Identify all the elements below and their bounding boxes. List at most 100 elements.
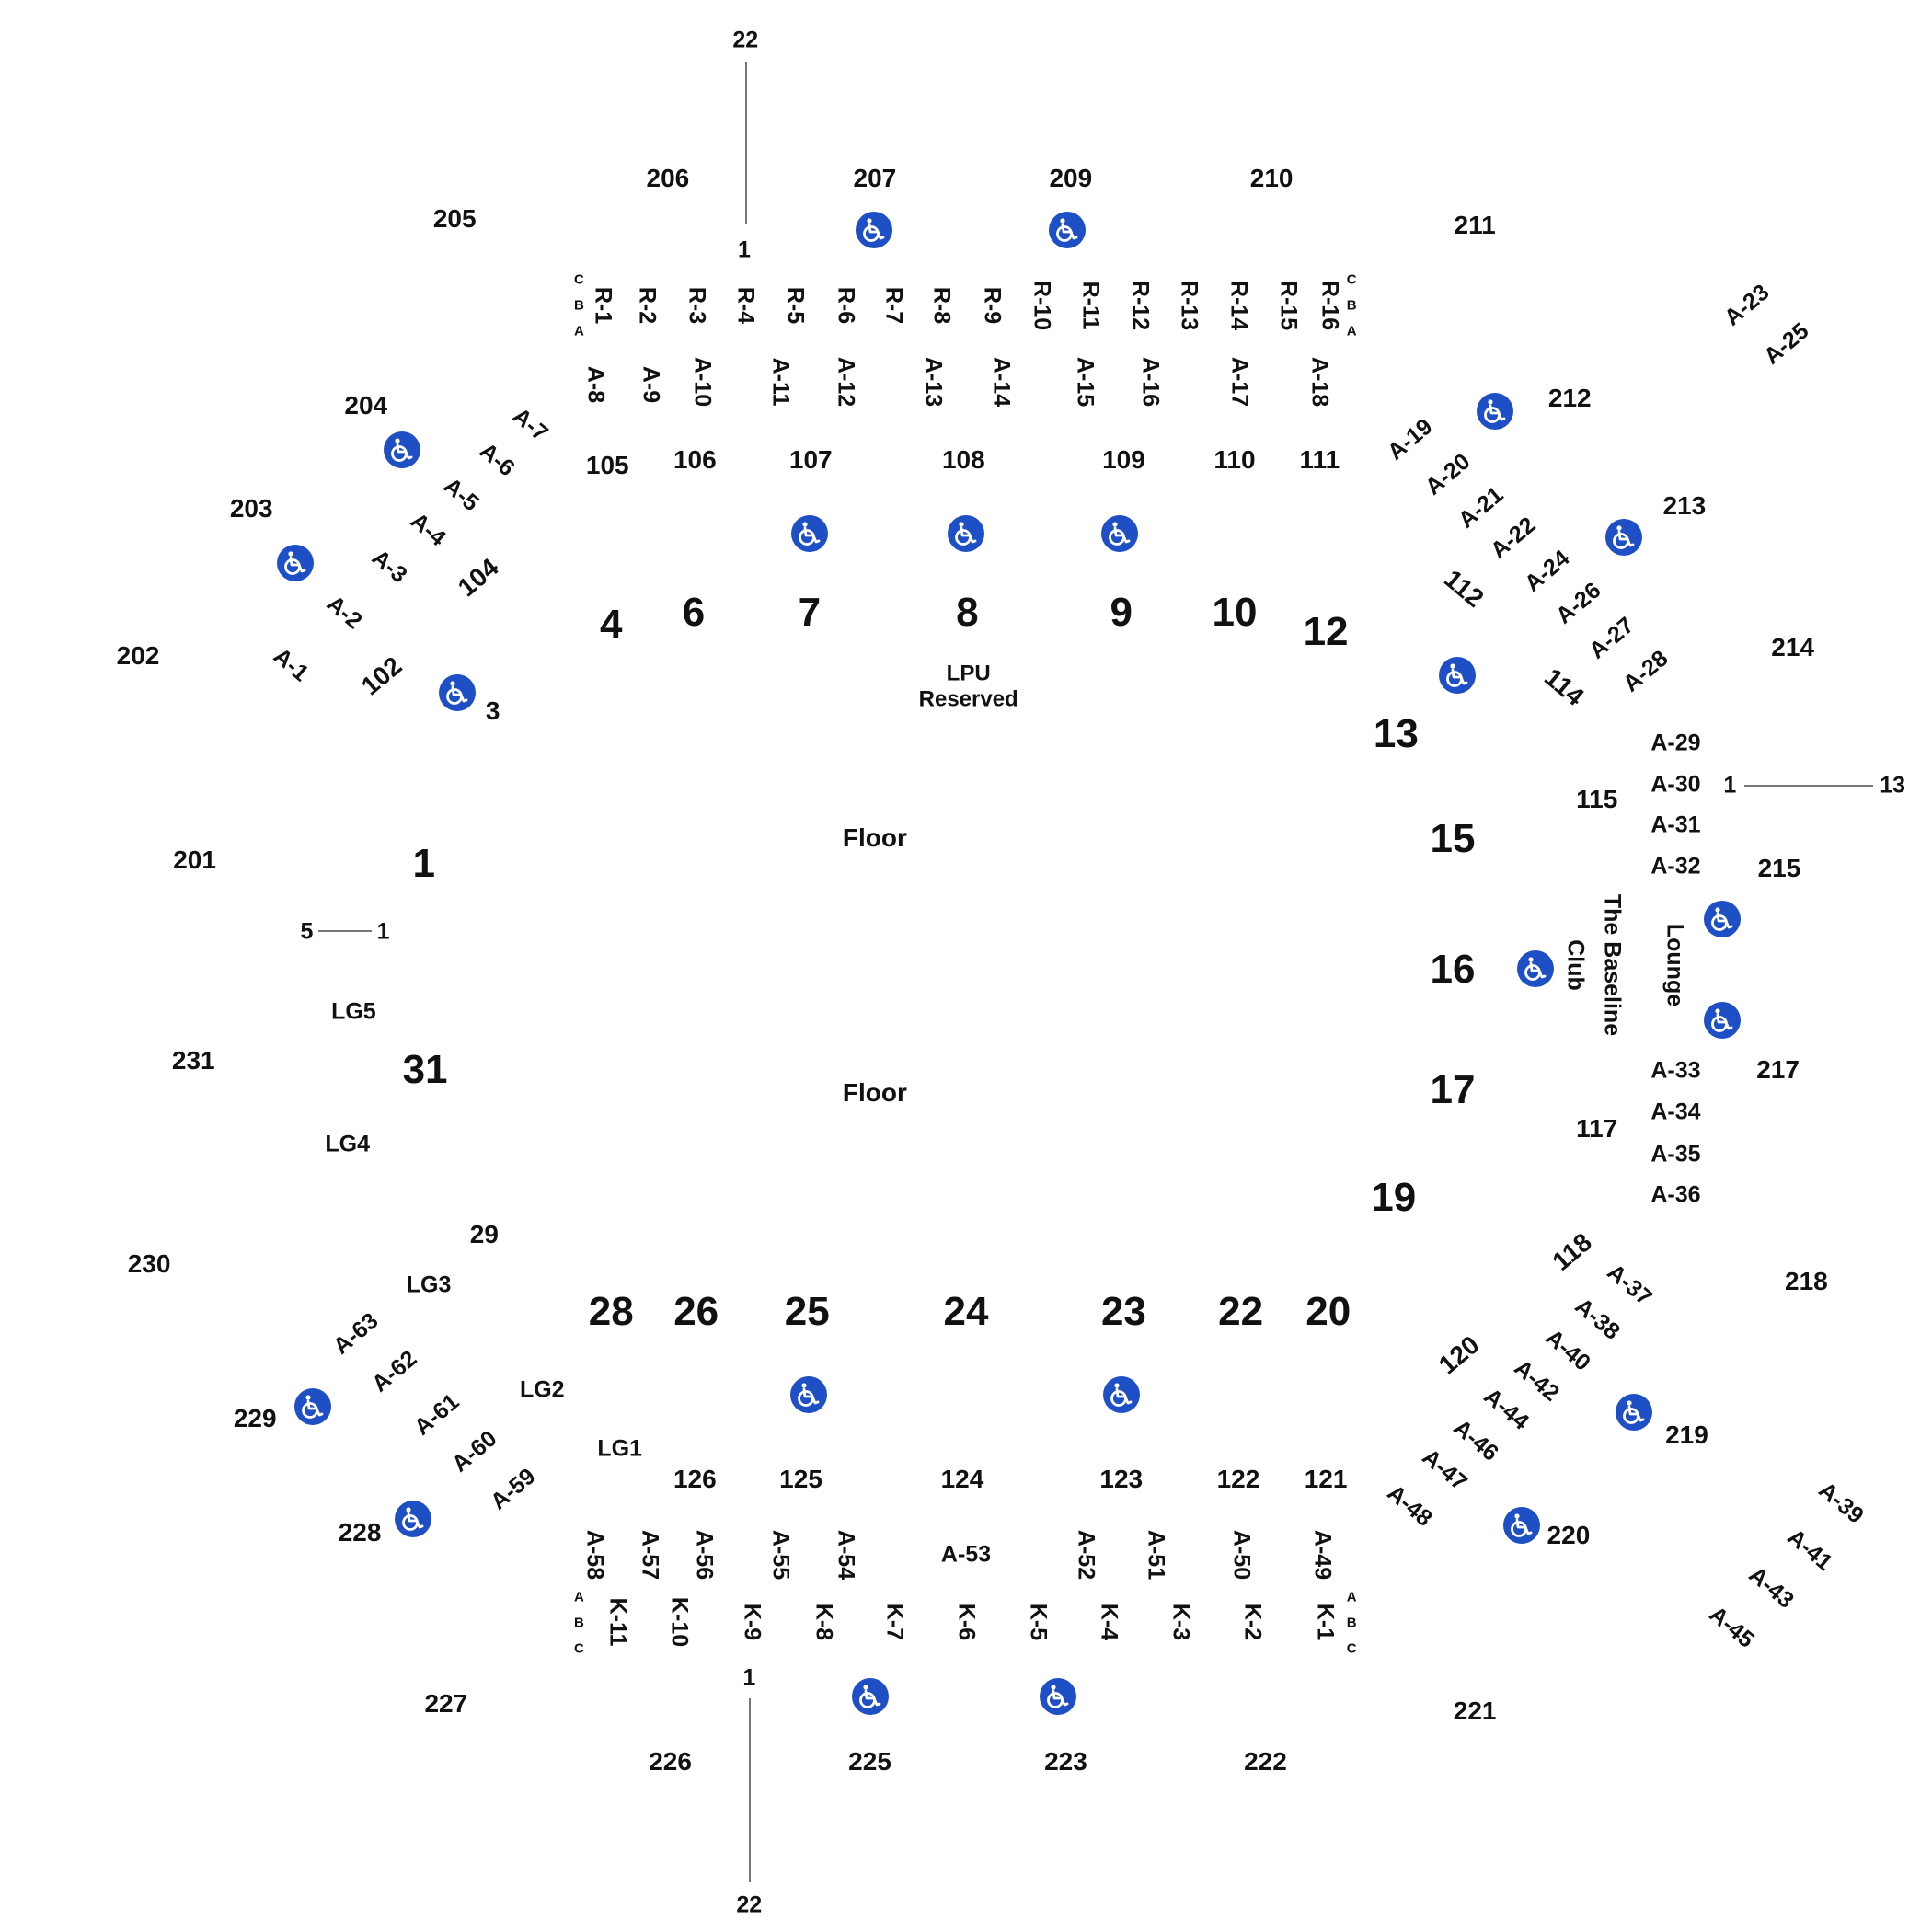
section-23[interactable]: 23 [1100,1289,1146,1335]
section-104[interactable]: 104 [452,552,504,603]
section-214[interactable]: 214 [1771,633,1815,662]
section-120[interactable]: 120 [1432,1329,1485,1380]
section-226[interactable]: 226 [649,1747,692,1777]
section-126[interactable]: 126 [673,1465,717,1494]
section-123[interactable]: 123 [1099,1465,1144,1494]
section-124[interactable]: 124 [940,1465,984,1494]
section-R-15[interactable]: R-15 [1275,281,1302,331]
section-29[interactable]: 29 [469,1219,499,1248]
section-R-2[interactable]: R-2 [634,286,661,325]
section-R-16[interactable]: R-16 [1317,281,1343,331]
section-217[interactable]: 217 [1756,1054,1800,1084]
section-22[interactable]: 22 [1218,1289,1264,1335]
section-108[interactable]: 108 [941,444,985,474]
section-10[interactable]: 10 [1212,589,1258,635]
section-102[interactable]: 102 [355,650,408,701]
section-212[interactable]: 212 [1547,383,1592,412]
section-105[interactable]: 105 [585,451,629,480]
section-26[interactable]: 26 [673,1289,719,1335]
section-R-12[interactable]: R-12 [1127,281,1154,331]
section-LG2[interactable]: LG2 [519,1376,565,1403]
section-R-8[interactable]: R-8 [928,286,955,325]
section-K-9[interactable]: K-9 [739,1603,765,1640]
section-R-14[interactable]: R-14 [1225,281,1252,331]
section-K-11[interactable]: K-11 [604,1597,631,1646]
section-227[interactable]: 227 [424,1689,468,1719]
section-28[interactable]: 28 [588,1289,634,1335]
section-17[interactable]: 17 [1430,1067,1476,1113]
section-25[interactable]: 25 [784,1289,830,1335]
section-210[interactable]: 210 [1249,164,1294,193]
section-207[interactable]: 207 [853,164,897,193]
section-3[interactable]: 3 [485,696,500,725]
section-19[interactable]: 19 [1371,1174,1417,1220]
section-225[interactable]: 225 [848,1747,891,1777]
section-231[interactable]: 231 [171,1046,215,1075]
section-13[interactable]: 13 [1373,711,1419,757]
section-117[interactable]: 117 [1576,1113,1618,1143]
section-223[interactable]: 223 [1044,1747,1087,1777]
section-24[interactable]: 24 [943,1289,989,1335]
section-R-4[interactable]: R-4 [732,286,759,325]
section-230[interactable]: 230 [127,1249,171,1279]
section-R-13[interactable]: R-13 [1176,281,1202,331]
section-LG5[interactable]: LG5 [331,998,376,1025]
section-R-7[interactable]: R-7 [880,286,907,325]
section-201[interactable]: 201 [173,845,216,874]
section-9[interactable]: 9 [1110,589,1133,635]
section-213[interactable]: 213 [1662,491,1707,521]
section-16[interactable]: 16 [1430,947,1476,993]
section-R-11[interactable]: R-11 [1077,281,1104,330]
section-228[interactable]: 228 [338,1518,382,1547]
section-K-2[interactable]: K-2 [1239,1603,1266,1640]
section-R-5[interactable]: R-5 [782,286,809,325]
section-110[interactable]: 110 [1213,444,1256,474]
section-209[interactable]: 209 [1049,164,1093,193]
section-R-6[interactable]: R-6 [833,286,859,325]
section-R-10[interactable]: R-10 [1029,281,1055,331]
section-215[interactable]: 215 [1757,854,1801,883]
section-114[interactable]: 114 [1538,662,1590,712]
section-K-7[interactable]: K-7 [881,1603,908,1640]
section-106[interactable]: 106 [673,444,717,474]
section-R-3[interactable]: R-3 [684,286,710,325]
section-K-8[interactable]: K-8 [811,1603,837,1640]
section-205[interactable]: 205 [432,204,477,234]
section-107[interactable]: 107 [788,444,833,474]
section-221[interactable]: 221 [1453,1696,1497,1726]
section-1[interactable]: 1 [412,840,435,886]
section-220[interactable]: 220 [1547,1520,1591,1549]
section-R-9[interactable]: R-9 [979,286,1006,325]
section-K-1[interactable]: K-1 [1312,1603,1339,1640]
section-202[interactable]: 202 [116,640,160,670]
section-7[interactable]: 7 [798,589,822,635]
section-219[interactable]: 219 [1665,1420,1708,1450]
section-K-5[interactable]: K-5 [1025,1603,1052,1640]
section-118[interactable]: 118 [1547,1226,1597,1276]
section-218[interactable]: 218 [1785,1266,1828,1295]
section-204[interactable]: 204 [344,390,388,420]
section-20[interactable]: 20 [1305,1289,1351,1335]
section-K-3[interactable]: K-3 [1167,1603,1194,1640]
section-222[interactable]: 222 [1244,1747,1287,1777]
section-229[interactable]: 229 [233,1403,277,1432]
section-6[interactable]: 6 [682,589,706,635]
section-LG3[interactable]: LG3 [406,1271,452,1298]
section-111[interactable]: 111 [1299,444,1340,474]
section-K-10[interactable]: K-10 [666,1596,693,1647]
section-115[interactable]: 115 [1576,785,1618,814]
section-K-4[interactable]: K-4 [1096,1603,1122,1640]
section-R-1[interactable]: R-1 [590,286,616,325]
section-8[interactable]: 8 [956,589,979,635]
section-15[interactable]: 15 [1430,816,1476,862]
section-122[interactable]: 122 [1216,1465,1260,1494]
section-121[interactable]: 121 [1304,1465,1348,1494]
section-206[interactable]: 206 [646,164,690,193]
section-12[interactable]: 12 [1303,609,1349,655]
section-4[interactable]: 4 [600,602,623,648]
section-31[interactable]: 31 [402,1046,448,1092]
section-203[interactable]: 203 [229,494,273,523]
section-125[interactable]: 125 [779,1465,822,1494]
section-K-6[interactable]: K-6 [953,1603,980,1640]
section-LG4[interactable]: LG4 [325,1131,370,1157]
